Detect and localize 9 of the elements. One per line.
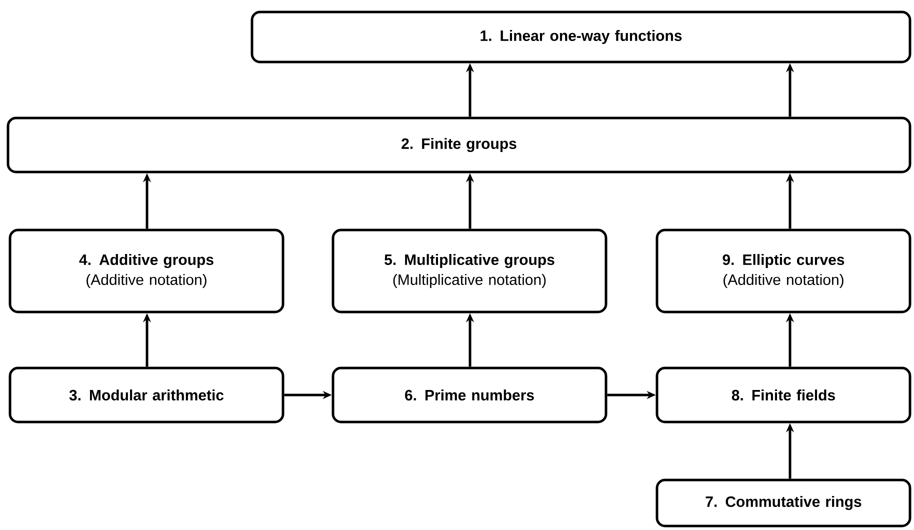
process-box: 7. Commutative rings [656, 478, 912, 528]
process-box: 3. Modular arithmetic [8, 366, 284, 424]
process-box: 5. Multiplicative groups (Multiplicative notation) [332, 228, 608, 314]
process-box: 6. Prime numbers [332, 366, 608, 424]
process-box: 1. Linear one-way functions [250, 10, 912, 64]
process-box: 4. Additive groups (Additive notation) [8, 228, 284, 314]
process-box: 9. Elliptic curves (Additive notation) [656, 228, 912, 314]
process-box: 8. Finite fields [656, 366, 912, 424]
process-box: 2. Finite groups [6, 116, 912, 174]
